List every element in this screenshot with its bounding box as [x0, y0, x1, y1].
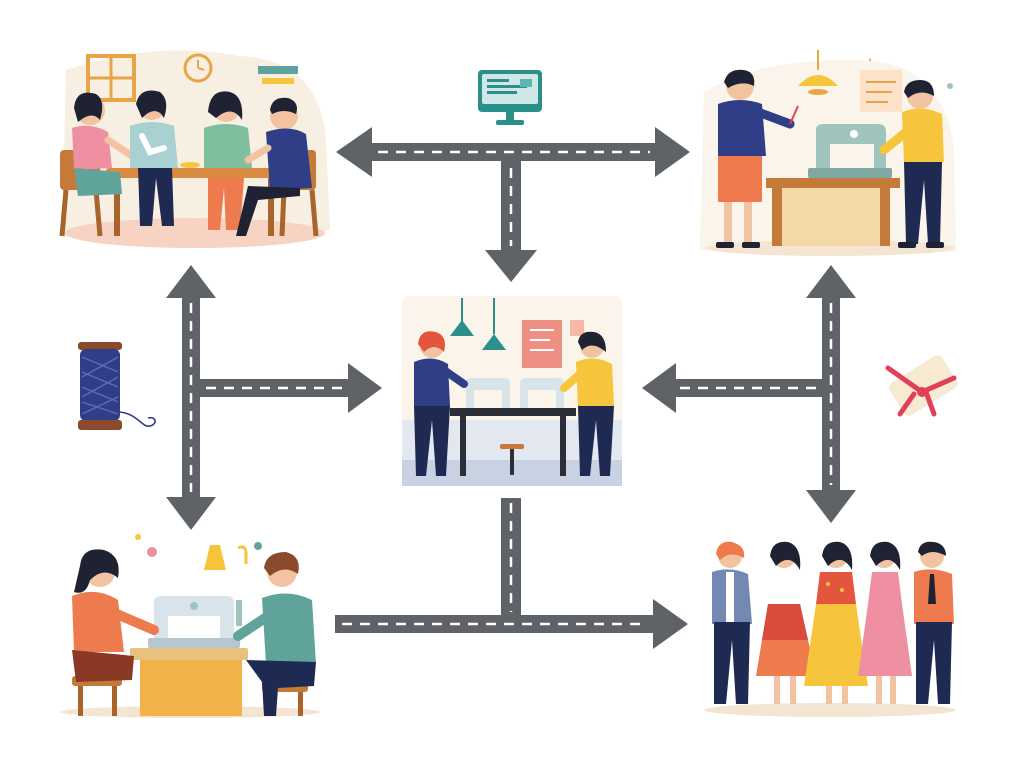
computer-monitor-icon — [478, 70, 542, 125]
workshop-scene — [402, 296, 622, 486]
team-meeting-scene — [59, 50, 330, 248]
road-arrow-bottom — [335, 498, 688, 649]
road-arrow-top — [336, 127, 690, 282]
road-arrow-left — [166, 265, 382, 530]
pair-sewing-scene — [60, 549, 320, 718]
sewing-lesson-scene — [700, 50, 956, 256]
road-arrow-right — [642, 265, 856, 523]
fashion-group-scene — [704, 541, 956, 717]
thread-spool-icon — [78, 342, 156, 430]
road-arrows — [166, 127, 856, 649]
ribbon-scroll-icon — [885, 355, 958, 417]
